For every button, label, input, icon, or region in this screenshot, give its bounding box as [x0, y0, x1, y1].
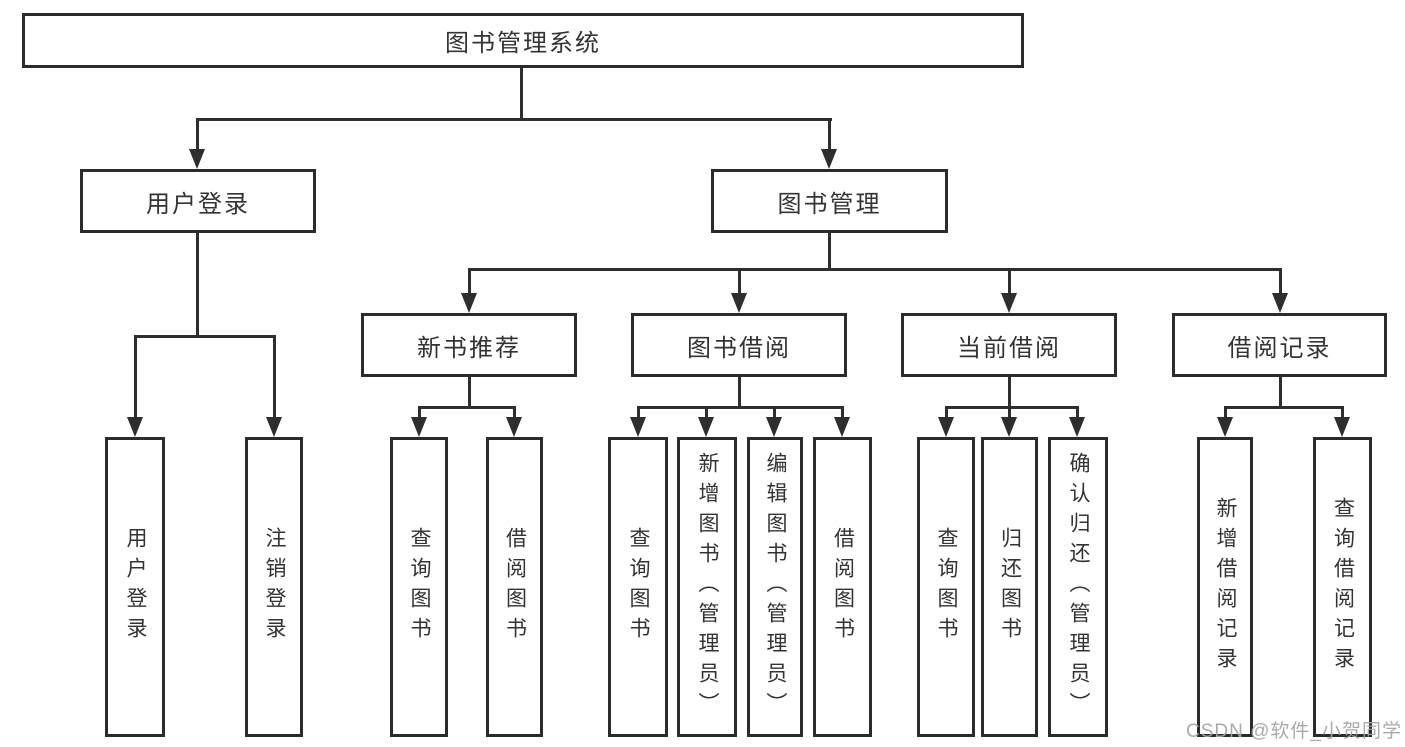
connector-line: [637, 406, 844, 409]
arrow-down-icon: [189, 149, 205, 169]
node-book-borrow: 图书借阅: [631, 313, 847, 377]
connector-line: [738, 377, 741, 408]
connector-line: [1076, 406, 1079, 419]
arrow-down-icon: [461, 293, 477, 313]
arrow-down-icon: [821, 149, 837, 169]
connector-line: [1008, 406, 1011, 419]
leaf-user-login: 用户登录: [105, 437, 165, 737]
csdn-watermark: CSDN @软件_小贺同学: [1186, 721, 1402, 742]
connector-line: [828, 233, 831, 268]
connector-line: [1224, 406, 1227, 419]
node-book-management-label: 图书管理: [777, 190, 882, 218]
leaf-nb-borrow-book: 借阅图书: [486, 437, 543, 737]
leaf-bb-add-book-admin: 新增图书（管理员）: [677, 437, 737, 737]
node-book-management: 图书管理: [711, 169, 948, 233]
node-borrow-record-label: 借阅记录: [1227, 334, 1332, 362]
leaf-nb-borrow-book-label: 借阅图书: [503, 527, 527, 647]
connector-line: [520, 68, 523, 120]
leaf-nb-query-book-label: 查询图书: [408, 527, 431, 647]
node-root-label: 图书管理系统: [445, 30, 601, 57]
arrow-down-icon: [127, 417, 143, 437]
leaf-bb-borrow-book-label: 借阅图书: [831, 527, 855, 647]
node-current-borrow-label: 当前借阅: [957, 334, 1061, 362]
leaf-br-add-record-label: 新增借阅记录: [1214, 497, 1237, 677]
leaf-logout: 注销登录: [245, 437, 303, 737]
connector-line: [273, 335, 276, 419]
connector-line: [1224, 406, 1343, 409]
connector-line: [196, 118, 832, 121]
connector-line: [134, 335, 137, 419]
arrow-down-icon: [938, 417, 954, 437]
connector-line: [468, 268, 471, 295]
arrow-down-icon: [266, 417, 282, 437]
arrow-down-icon: [698, 417, 714, 437]
arrow-down-icon: [630, 417, 646, 437]
leaf-bb-edit-book-admin-label: 编辑图书（管理员）: [764, 452, 787, 722]
connector-line: [418, 406, 421, 419]
arrow-down-icon: [506, 417, 522, 437]
node-book-borrow-label: 图书借阅: [687, 334, 791, 362]
connector-line: [841, 406, 844, 419]
arrow-down-icon: [1334, 417, 1350, 437]
connector-line: [705, 406, 708, 419]
connector-line: [468, 268, 1282, 271]
connector-line: [1008, 377, 1011, 408]
leaf-cb-return-book: 归还图书: [981, 437, 1038, 737]
leaf-bb-query-book-label: 查询图书: [627, 527, 650, 647]
node-root: 图书管理系统: [22, 13, 1024, 68]
leaf-logout-label: 注销登录: [263, 527, 286, 647]
node-new-book-recommend: 新书推荐: [361, 313, 577, 377]
arrow-down-icon: [731, 293, 747, 313]
connector-line: [196, 118, 199, 151]
leaf-br-query-record-label: 查询借阅记录: [1331, 497, 1355, 677]
connector-line: [1341, 406, 1344, 419]
connector-line: [773, 406, 776, 419]
arrow-down-icon: [1069, 417, 1085, 437]
arrow-down-icon: [766, 417, 782, 437]
arrow-down-icon: [834, 417, 850, 437]
arrow-down-icon: [1001, 417, 1017, 437]
arrow-down-icon: [1272, 293, 1288, 313]
connector-line: [828, 118, 831, 151]
leaf-br-add-record: 新增借阅记录: [1197, 437, 1253, 737]
connector-line: [1008, 268, 1011, 295]
connector-line: [637, 406, 640, 419]
connector-line: [1279, 268, 1282, 295]
connector-line: [513, 406, 516, 419]
leaf-bb-query-book: 查询图书: [608, 437, 668, 737]
leaf-bb-edit-book-admin: 编辑图书（管理员）: [747, 437, 803, 737]
connector-line: [1279, 377, 1282, 408]
arrow-down-icon: [411, 417, 427, 437]
node-current-borrow: 当前借阅: [901, 313, 1117, 377]
leaf-bb-borrow-book: 借阅图书: [813, 437, 872, 737]
leaf-cb-confirm-return-admin-label: 确认归还（管理员）: [1067, 452, 1090, 722]
leaf-nb-query-book: 查询图书: [390, 437, 448, 737]
node-user-login-label: 用户登录: [146, 190, 250, 218]
leaf-cb-return-book-label: 归还图书: [998, 527, 1022, 647]
connector-line: [418, 406, 516, 409]
leaf-br-query-record: 查询借阅记录: [1313, 437, 1372, 737]
node-user-login: 用户登录: [80, 169, 316, 233]
leaf-cb-query-book: 查询图书: [917, 437, 975, 737]
connector-line: [468, 377, 471, 408]
connector-line: [945, 406, 948, 419]
connector-line: [738, 268, 741, 295]
arrow-down-icon: [1217, 417, 1233, 437]
connector-line: [945, 406, 1079, 409]
leaf-bb-add-book-admin-label: 新增图书（管理员）: [696, 452, 719, 722]
arrow-down-icon: [1001, 293, 1017, 313]
leaf-cb-confirm-return-admin: 确认归还（管理员）: [1048, 437, 1108, 737]
leaf-cb-query-book-label: 查询图书: [935, 527, 958, 647]
connector-line: [134, 335, 276, 338]
node-new-book-recommend-label: 新书推荐: [417, 334, 521, 362]
node-borrow-record: 借阅记录: [1172, 313, 1387, 377]
leaf-user-login-label: 用户登录: [124, 527, 147, 647]
connector-line: [196, 233, 199, 335]
